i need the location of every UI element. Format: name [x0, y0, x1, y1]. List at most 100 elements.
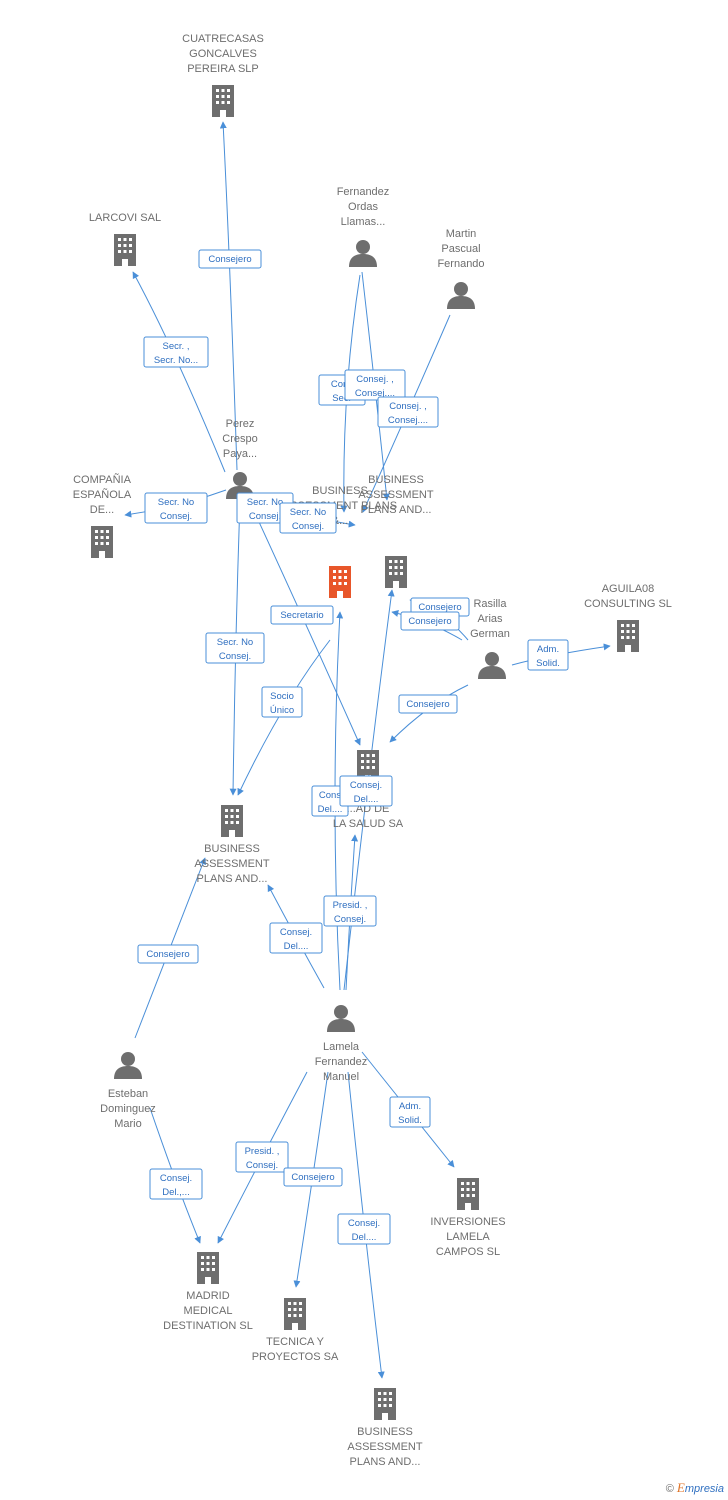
- edge-label[interactable]: Consejero: [398, 694, 458, 714]
- edge-label-text: Consejero: [406, 699, 449, 710]
- edge-label-text: Del....: [284, 941, 309, 952]
- node-perez_crespo[interactable]: PerezCrespoPaya...: [222, 418, 258, 499]
- edge-label[interactable]: Consej. , Consej....: [344, 369, 406, 401]
- node-label: MADRID: [186, 1290, 229, 1302]
- person-icon: [478, 652, 506, 679]
- edge-label-box: [270, 605, 334, 625]
- edge-label-text: Consej.: [160, 511, 192, 522]
- edge-label[interactable]: Secr. ,Secr. No...: [143, 336, 209, 368]
- node-label: Ordas: [348, 201, 378, 213]
- node-label: PLANS AND...: [197, 873, 268, 885]
- edge-label-box: [143, 336, 209, 368]
- building-icon: [617, 620, 639, 652]
- edge-label[interactable]: ConsDel....: [311, 785, 349, 817]
- edge-label-box: [337, 1213, 391, 1245]
- building-icon: [91, 526, 113, 558]
- edge-label[interactable]: Consej.Del....: [269, 922, 323, 954]
- edge-label[interactable]: Adm.Solid.: [389, 1096, 431, 1128]
- node-label: TECNICA Y: [266, 1336, 325, 1348]
- edge-label-text: Consej.: [350, 780, 382, 791]
- edge-label[interactable]: Adm.Solid.: [527, 639, 569, 671]
- node-fernandez_ordas[interactable]: FernandezOrdasLlamas...: [337, 186, 390, 267]
- edge-label-text: Consej. ,: [389, 401, 427, 412]
- building-icon: [212, 85, 234, 117]
- edge-label[interactable]: Presid. , Consej.: [235, 1141, 289, 1173]
- person-icon: [447, 282, 475, 309]
- edge-label[interactable]: Consejero: [198, 249, 262, 269]
- edge-label-text: Consej.: [348, 1218, 380, 1229]
- node-label: COMPAÑIA: [73, 473, 132, 486]
- building-icon: [197, 1252, 219, 1284]
- node-label: Mario: [114, 1118, 142, 1130]
- edge-label-text: Secretario: [280, 610, 323, 621]
- edge-label-text: Del....: [352, 1232, 377, 1243]
- node-label: Lamela: [323, 1041, 360, 1053]
- building-icon: [385, 556, 407, 588]
- edge-label[interactable]: Consejero: [137, 944, 199, 964]
- edge-label-text: Consej.: [219, 651, 251, 662]
- edge-label[interactable]: Consej. Del....: [337, 1213, 391, 1245]
- edge-label-box: [339, 775, 393, 807]
- edge-label-text: Adm.: [399, 1101, 421, 1112]
- node-label: ASSESSMENT: [347, 1441, 422, 1453]
- edge-label-text: Consej.: [292, 521, 324, 532]
- edge-label[interactable]: Secretario: [270, 605, 334, 625]
- edge-label[interactable]: Presid. ,Consej.: [323, 895, 377, 927]
- node-label: AGUILA08: [602, 583, 655, 595]
- node-compania_espanola[interactable]: COMPAÑIAESPAÑOLADE...: [73, 473, 132, 558]
- node-label: Dominguez: [100, 1103, 156, 1115]
- node-label: PLANS AND...: [361, 504, 432, 516]
- edge-label-text: Consej.: [246, 1160, 278, 1171]
- node-label: ESPAÑOLA: [73, 488, 132, 501]
- edge-label-text: Presid. ,: [245, 1146, 280, 1157]
- edge-perez_crespo-to-larcovi: [132, 271, 226, 473]
- person-icon: [114, 1052, 142, 1079]
- edge-label[interactable]: Consejero: [283, 1167, 343, 1187]
- edge-label-box: [323, 895, 377, 927]
- edge-label-text: Cons: [319, 790, 341, 801]
- node-label: BUSINESS: [312, 485, 368, 497]
- edge-label-text: Del....: [354, 794, 379, 805]
- edge-label-box: [377, 396, 439, 428]
- node-larcovi[interactable]: LARCOVI SAL: [89, 212, 161, 266]
- edge-label[interactable]: Consej. ,Consej....: [377, 396, 439, 428]
- node-label: MEDICAL: [184, 1305, 233, 1317]
- node-label: LAMELA: [446, 1231, 490, 1243]
- edge-label-text: Consej....: [355, 388, 395, 399]
- node-label: Rasilla: [473, 598, 507, 610]
- person-icon: [349, 240, 377, 267]
- node-label: Llamas...: [341, 216, 386, 228]
- edge-label-text: Consej. ,: [356, 374, 394, 385]
- edge-label-box: [279, 502, 337, 534]
- node-label: PEREIRA SLP: [187, 63, 259, 75]
- edge-label[interactable]: Consej. Del....: [339, 775, 393, 807]
- node-label: CUATRECASAS: [182, 33, 264, 45]
- edge-label[interactable]: Consej.Del.,...: [149, 1168, 203, 1200]
- edge-label-box: [527, 639, 569, 671]
- node-label: Manuel: [323, 1071, 359, 1083]
- edge-label[interactable]: Consejero: [400, 611, 460, 631]
- building-icon: [114, 234, 136, 266]
- edge-label-box: [137, 944, 199, 964]
- edge-label-box: [400, 611, 460, 631]
- node-label: Pascual: [441, 243, 480, 255]
